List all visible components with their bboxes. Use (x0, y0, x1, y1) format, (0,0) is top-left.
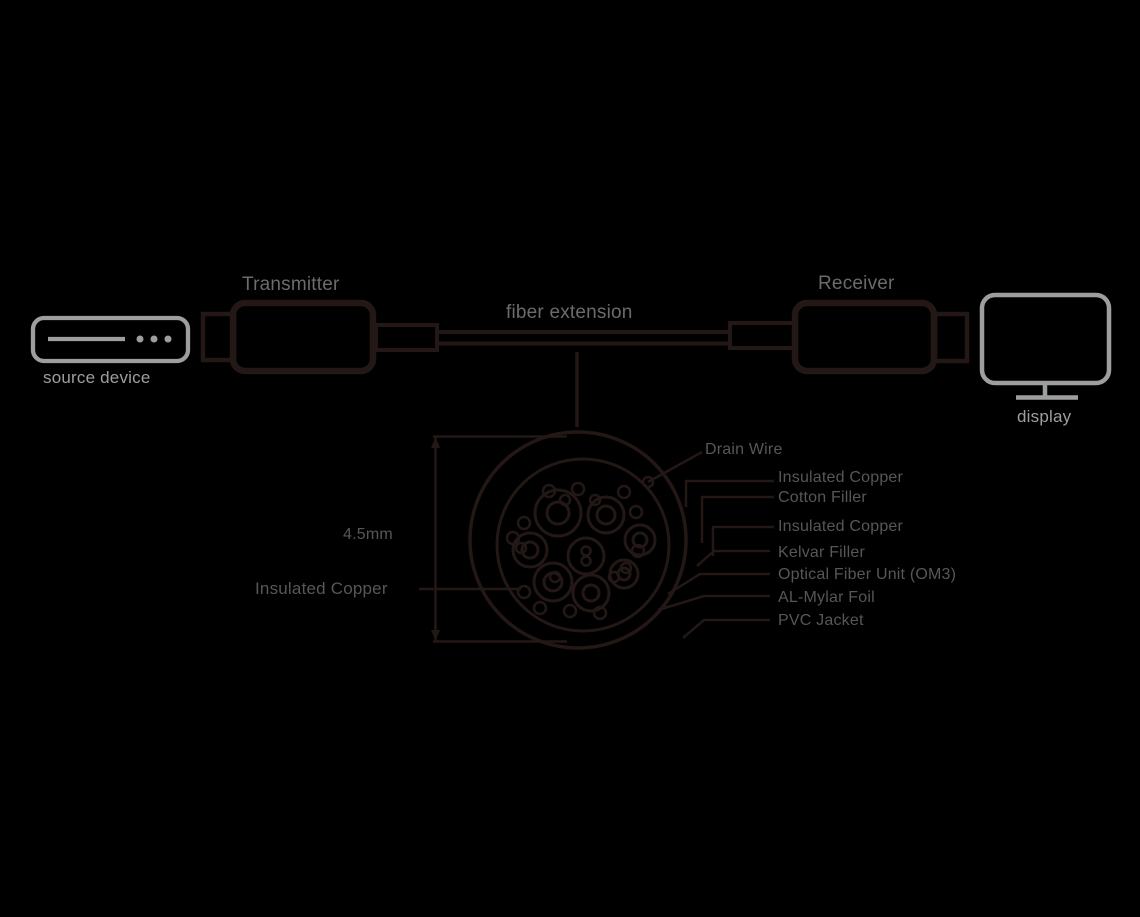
receiver-connector (728, 299, 970, 375)
transmitter-strain-relief (374, 323, 439, 352)
source-device-dot (136, 335, 144, 343)
transmitter-plug (200, 311, 237, 363)
display-icon (979, 292, 1112, 400)
pvc-jacket-circle (468, 430, 688, 650)
part-label-cotton-filler: Cotton Filler (778, 489, 867, 506)
leader-cotton-filler (700, 495, 774, 543)
leader-optical-fiber-unit (667, 572, 770, 596)
receiver-strain-relief (728, 321, 796, 350)
wire-circle (571, 573, 611, 613)
leader-lines (419, 450, 774, 639)
wire-core (520, 540, 540, 560)
wire-circle (623, 523, 657, 557)
leader-pvc-jacket (682, 618, 770, 639)
optical-fiber-unit-circle (566, 536, 606, 576)
wire-circle (533, 488, 583, 538)
cable-cross-section (468, 430, 688, 650)
wire-circle (532, 561, 574, 603)
fiber-extension-label: fiber extension (506, 302, 633, 323)
source-device-label: source device (43, 368, 151, 387)
optical-fiber-core (580, 555, 592, 567)
wire-circle (511, 531, 549, 569)
display-screen (979, 292, 1112, 386)
part-label-al-mylar-foil: AL-Mylar Foil (778, 589, 875, 606)
wire-circle (586, 495, 626, 535)
part-label-pvc-jacket: PVC Jacket (778, 612, 864, 629)
display-label: display (1017, 407, 1072, 426)
part-label-kelvar-filler: Kelvar Filler (778, 544, 866, 561)
drain-wire-label: Drain Wire (705, 441, 783, 458)
filler-strands (505, 475, 655, 621)
wire-core (545, 500, 571, 526)
transmitter-label: Transmitter (242, 274, 340, 295)
leader-insulated-copper-1 (684, 479, 774, 507)
source-device-dot (164, 335, 172, 343)
transmitter-connector (200, 299, 439, 375)
dimension-arrow-up (431, 437, 440, 448)
receiver-label: Receiver (818, 273, 895, 294)
leader-drain-wire (647, 450, 703, 484)
part-label-optical-fiber-unit: Optical Fiber Unit (OM3) (778, 566, 957, 583)
diameter-label: 4.5mm (343, 526, 393, 543)
al-mylar-foil-circle (495, 457, 671, 633)
insulated-copper-left-label: Insulated Copper (255, 579, 388, 598)
leader-kelvar-filler (696, 549, 770, 567)
source-device-dot (150, 335, 158, 343)
receiver-body (791, 299, 938, 375)
optical-fiber-core (580, 545, 592, 557)
wire-core (581, 583, 601, 603)
part-label-insulated-copper-2: Insulated Copper (778, 518, 904, 535)
source-device-body (30, 315, 191, 364)
wire-core (595, 504, 617, 526)
wire-core (631, 531, 649, 549)
leader-al-mylar-foil (657, 594, 770, 612)
fiber-cable (437, 330, 732, 427)
leader-insulated-copper-2 (711, 525, 774, 556)
receiver-plug (932, 311, 970, 364)
transmitter-body (229, 299, 377, 375)
part-label-insulated-copper-1: Insulated Copper (778, 469, 904, 486)
source-device-icon (30, 315, 191, 364)
dimension-arrow-down (431, 630, 440, 641)
